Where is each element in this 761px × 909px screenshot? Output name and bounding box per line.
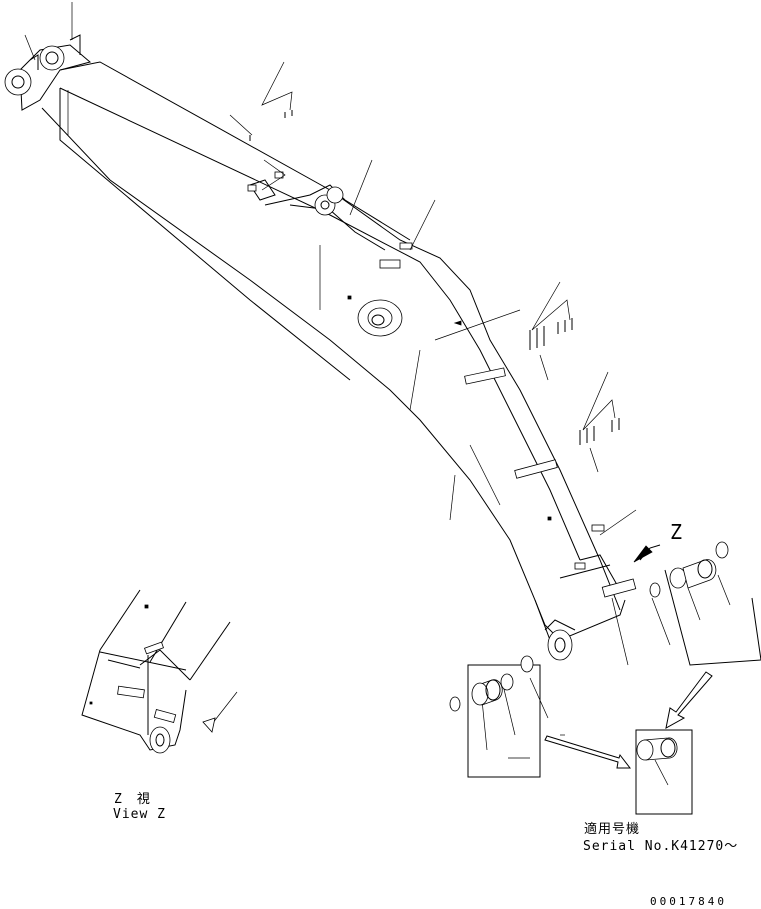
view-z-caption-en: View Z xyxy=(113,807,166,822)
exploded-pins-bushings xyxy=(449,541,761,815)
serial-number-label: Serial No.K41270～ xyxy=(583,839,739,854)
view-z-marker: Z xyxy=(670,520,683,544)
drawing-number: 00017840 xyxy=(650,895,727,908)
view-z-caption-jp: Z 視 xyxy=(114,792,151,807)
arm-body xyxy=(4,34,637,661)
view-z-detail xyxy=(81,589,238,754)
leader-lines xyxy=(24,2,731,786)
serial-label-jp: 適用号機 xyxy=(584,822,641,837)
